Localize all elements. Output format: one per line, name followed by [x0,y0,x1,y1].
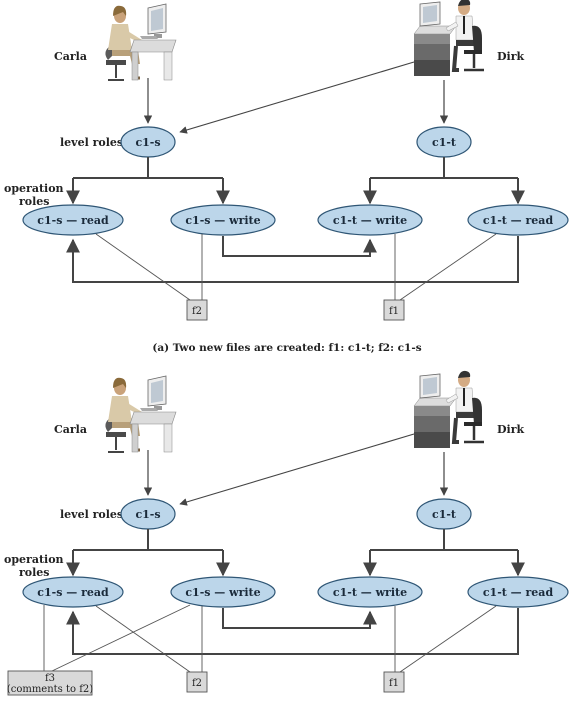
role-node-c1t-write-label: c1-t — write [333,214,407,227]
flow-arrow-swrite-twrite [222,236,377,257]
role-node-c1t-write [317,576,423,608]
file-label-f2: f2 [192,678,202,689]
perm-line-f2-sread [95,233,191,301]
role-node-c1s-label: c1-s [135,508,160,521]
dirk-user-icon [412,0,486,79]
operation-roles-label-line2: roles [19,195,50,208]
carla-user-icon [103,2,178,82]
perm-line-f2-sread [95,605,191,673]
file-label-f3: f3 [45,673,55,684]
flow-arrow-tread-sread [66,608,519,655]
level-roles-label: level roles [60,136,123,149]
role-node-c1t-read-label: c1-t — read [483,214,554,227]
hierarchy-connector-c1s [73,157,223,179]
role-node-c1s-write [170,576,276,608]
carla-user-icon [103,374,178,454]
role-node-c1s-read-label: c1-s — read [37,214,109,227]
file-label-f1: f1 [389,306,399,317]
user-label-dirk: Dirk [497,50,525,63]
file-box-f1 [383,671,405,693]
perm-line-f1-tread [399,605,497,673]
assign-arrow-dirk-c1s [179,61,415,134]
role-node-c1s-label: c1-s [135,136,160,149]
operation-roles-label-line1: operation [4,553,64,566]
role-node-c1t-read [467,204,569,236]
file-label-f1: f1 [389,678,399,689]
file-box-f3 [7,670,93,696]
panel-b: Carla Dirk level roles operation roles c… [4,368,569,696]
file-box-f2 [186,299,208,321]
role-node-c1s-read [22,576,124,608]
role-node-c1s-write [170,204,276,236]
role-node-c1s-write-label: c1-s — write [185,586,260,599]
hierarchy-connector-c1t [370,529,518,551]
operation-roles-label-line1: operation [4,182,64,195]
hierarchy-connector-c1t [370,157,518,179]
file-box-f1 [383,299,405,321]
file-label-f2: f2 [192,306,202,317]
role-node-c1s-read [22,204,124,236]
role-node-c1t-read-label: c1-t — read [483,586,554,599]
role-node-c1t-read [467,576,569,608]
file-box-f2 [186,671,208,693]
role-node-c1t-label: c1-t [432,136,457,149]
role-node-c1t-label: c1-t [432,508,457,521]
assign-arrow-dirk-c1s [179,433,415,506]
dirk-user-icon [412,368,486,450]
flow-arrow-swrite-twrite [222,608,377,629]
user-label-carla: Carla [54,423,87,436]
role-node-c1s-read-label: c1-s — read [37,586,109,599]
perm-line-f1-tread [399,233,497,301]
operation-roles-label-line2: roles [19,566,50,579]
role-node-c1t-write [317,204,423,236]
user-label-dirk: Dirk [497,423,525,436]
file-label-f3-note: (comments to f2) [7,684,93,695]
user-label-carla: Carla [54,50,87,63]
role-node-c1t-write-label: c1-t — write [333,586,407,599]
flow-arrow-tread-sread [66,236,519,283]
panel-a-caption: (a) Two new files are created: f1: c1-t;… [152,342,421,354]
level-roles-label: level roles [60,508,123,521]
role-node-c1s-write-label: c1-s — write [185,214,260,227]
perm-line-f3-swrite [51,604,191,672]
panel-a: Carla Dirk level roles operation roles c… [4,0,569,354]
hierarchy-connector-c1s [73,529,223,551]
